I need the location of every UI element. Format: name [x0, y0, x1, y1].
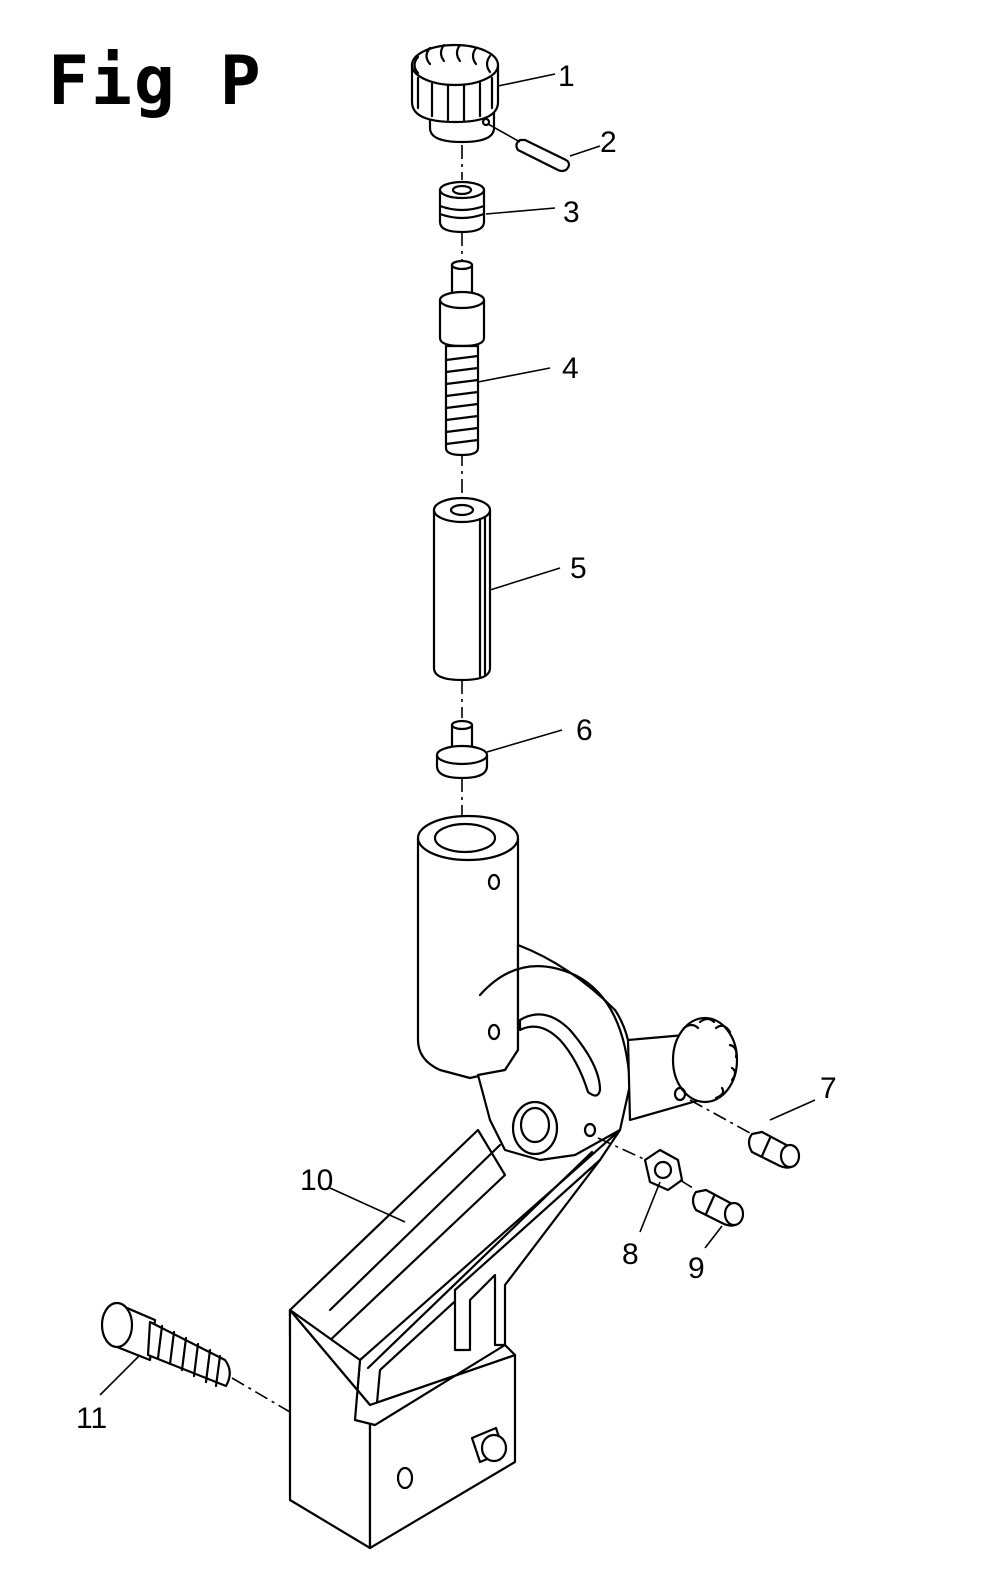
part-5-sleeve: [432, 496, 492, 682]
part-3-ring: [438, 180, 486, 234]
callout-11: 11: [76, 1402, 107, 1435]
callout-9: 9: [688, 1252, 705, 1285]
part-11-cap-screw: [100, 1301, 291, 1413]
part-7-set-screw: [689, 1099, 801, 1169]
figure-title: Fig P: [48, 42, 263, 121]
callout-7: 7: [820, 1072, 837, 1105]
part-9-set-screw: [679, 1179, 745, 1227]
part-8-hex-nut: [597, 1137, 684, 1192]
part-4-threaded-shaft: [438, 259, 486, 457]
part-1-knurled-knob: [410, 43, 500, 144]
callout-3: 3: [563, 196, 580, 229]
callout-1: 1: [558, 60, 575, 93]
part-6-stepped-pivot: [435, 719, 489, 780]
part-2-pin: [487, 123, 571, 173]
callout-10: 10: [300, 1164, 333, 1197]
callout-5: 5: [570, 552, 587, 585]
callout-labels: 1 2 3 4 5 6 7 8 9 10 11: [76, 60, 837, 1435]
callout-6: 6: [576, 714, 593, 747]
callout-8: 8: [622, 1238, 639, 1271]
leader-lines: [99, 73, 816, 1396]
part-10-bracket: [288, 814, 739, 1550]
callout-2: 2: [600, 126, 617, 159]
callout-4: 4: [562, 352, 579, 385]
